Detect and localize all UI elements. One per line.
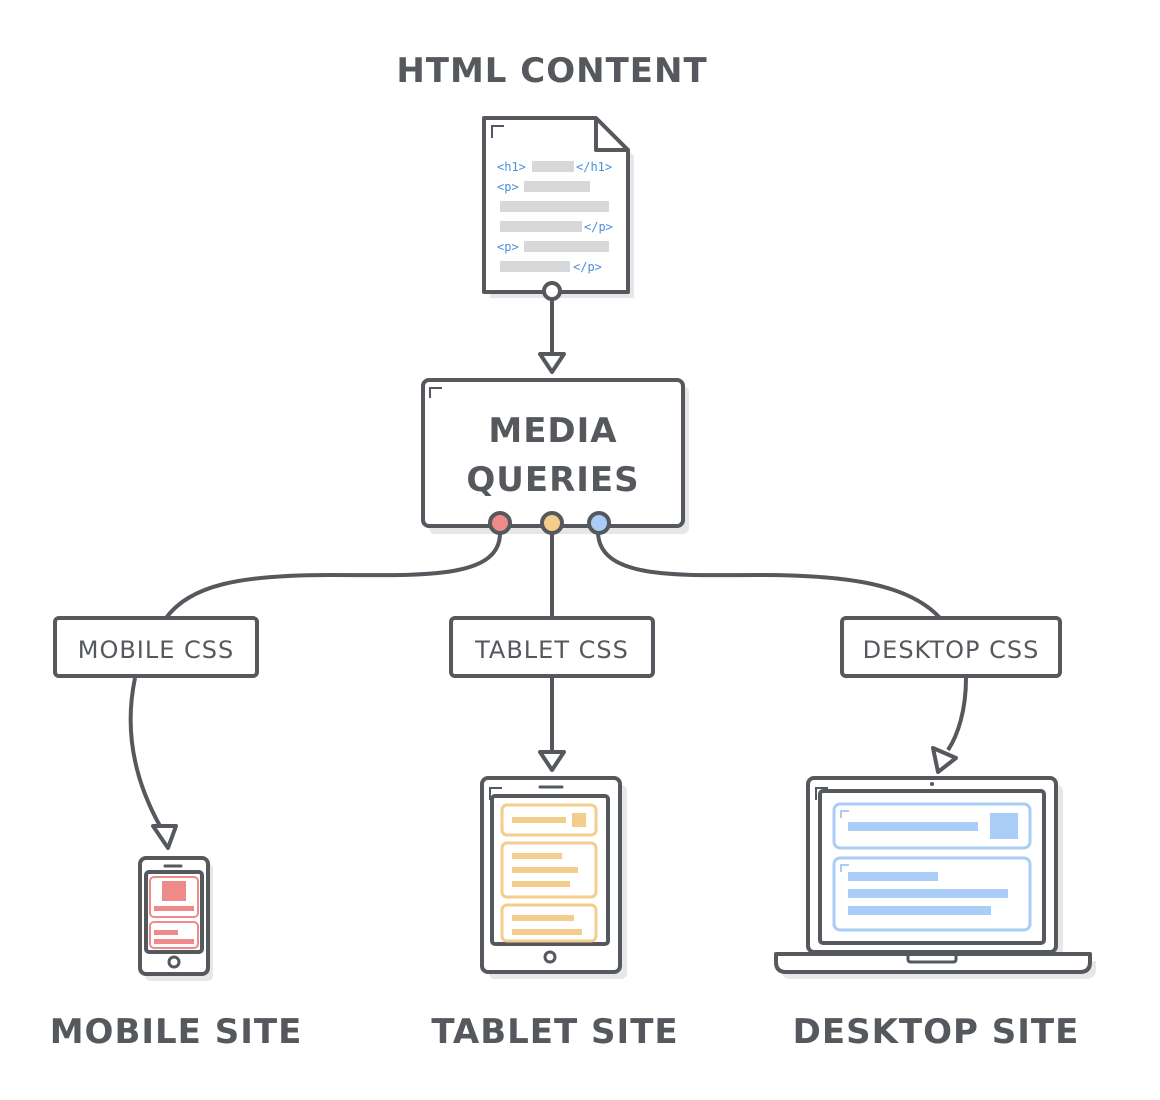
connector-document-to-media-queries	[538, 281, 566, 374]
html-document-icon: <h1> </h1> <p> </p> <p> </p>	[482, 116, 634, 298]
code-placeholder	[500, 201, 609, 212]
code-tag-p-close: </p>	[584, 220, 613, 234]
media-queries-box: MEDIA QUERIES	[421, 378, 689, 534]
desktop-output-port	[587, 511, 611, 535]
code-placeholder	[532, 161, 574, 172]
code-tag-h1-close: </h1>	[576, 160, 612, 174]
code-placeholder	[500, 221, 582, 232]
mobile-site-label: MOBILE SITE	[50, 1012, 303, 1052]
media-queries-label-line1: MEDIA	[488, 411, 617, 451]
connector-mobile-css-to-device	[128, 677, 178, 850]
tablet-icon	[480, 776, 627, 979]
connector-desktop-css-to-device	[931, 677, 968, 774]
laptop-icon	[774, 776, 1096, 979]
desktop-css-label: DESKTOP CSS	[863, 636, 1040, 664]
code-placeholder	[500, 261, 570, 272]
code-placeholder	[524, 181, 590, 192]
tablet-css-label: TABLET CSS	[474, 636, 629, 664]
tablet-output-port	[540, 511, 564, 535]
mobile-css-label: MOBILE CSS	[78, 636, 235, 664]
desktop-site-label: DESKTOP SITE	[793, 1012, 1080, 1052]
code-tag-h1-open: <h1>	[497, 160, 526, 174]
desktop-css-box: DESKTOP CSS	[840, 616, 1062, 678]
code-tag-p-open: <p>	[497, 180, 519, 194]
tablet-site-label: TABLET SITE	[431, 1012, 678, 1052]
mobile-css-box: MOBILE CSS	[53, 616, 259, 678]
branch-connectors	[164, 532, 942, 620]
code-tag-p-open: <p>	[497, 240, 519, 254]
html-content-title: HTML CONTENT	[396, 51, 707, 91]
mobile-phone-icon	[138, 856, 213, 981]
tablet-css-box: TABLET CSS	[449, 616, 655, 678]
code-tag-p-close: </p>	[573, 260, 602, 274]
media-queries-label-line2: QUERIES	[466, 460, 639, 500]
connector-tablet-css-to-device	[538, 678, 566, 772]
mobile-output-port	[488, 511, 512, 535]
code-placeholder	[524, 241, 609, 252]
